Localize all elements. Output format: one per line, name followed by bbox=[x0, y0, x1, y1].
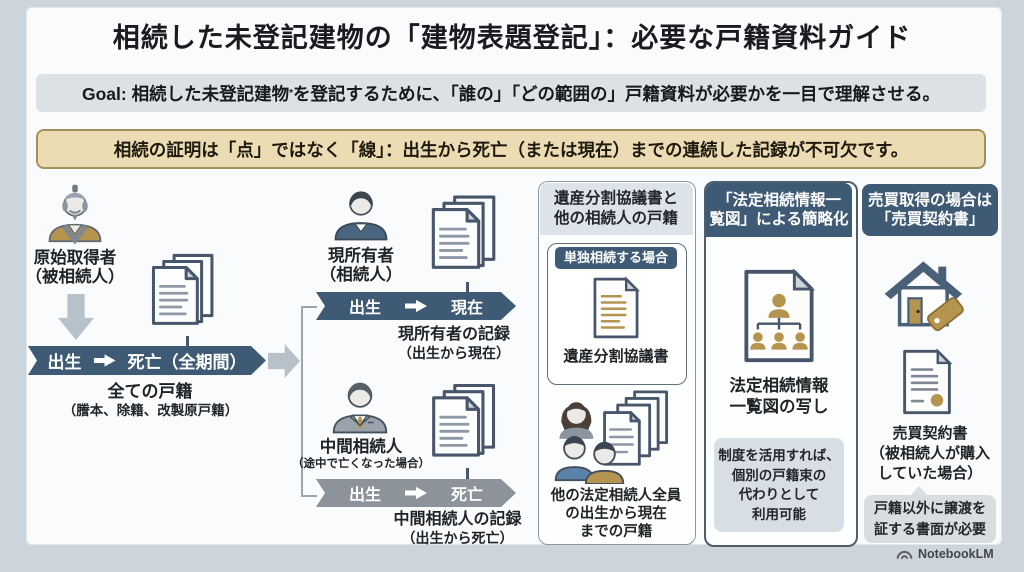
other-heirs-note-line1: 他の法定相続人全員 bbox=[550, 488, 682, 504]
contract-label-line1: 売買契約書 bbox=[892, 425, 968, 442]
owner-label-line1: 現所有者 bbox=[328, 247, 394, 265]
intermediate-record-label: 中間相続人の記録 （出生から死亡） bbox=[350, 511, 565, 546]
owner-person-icon bbox=[330, 180, 392, 244]
heir-list-note-line3: 代わりとして bbox=[738, 487, 820, 502]
connector-line bbox=[186, 336, 189, 347]
suit-person-icon bbox=[328, 372, 392, 436]
founder-label: 原始取得者 （被相続人） bbox=[0, 249, 150, 288]
header-line2: 他の相続人の戸籍 bbox=[553, 209, 678, 227]
connector-line bbox=[466, 468, 469, 479]
heir-list-note-line4: 利用可能 bbox=[752, 506, 806, 522]
header-line1: 「法定相続情報一 bbox=[716, 191, 841, 209]
header-line2: 覧図」による簡略化 bbox=[709, 211, 849, 228]
owner-record-line2: （出生から現在） bbox=[398, 344, 510, 361]
founder-label-line2: （被相続人） bbox=[25, 268, 125, 287]
goal-bar: Goal: 相続した未登記建物*を登記するために、「誰の」「どの範囲の」戸籍資料… bbox=[36, 74, 986, 112]
owner-record-line1: 現所有者の記録 bbox=[397, 326, 510, 343]
timeline-start-label: 出生 bbox=[47, 353, 82, 372]
contract-label: 売買契約書 （被相続人が購入 していた場合） bbox=[856, 424, 1004, 484]
sole-inheritance-badge: 単独相続する場合 bbox=[555, 247, 677, 269]
intermediate-heir-label: 中間相続人 bbox=[319, 438, 403, 456]
purchase-note-box: 戸籍以外に譲渡を 証する書面が必要 bbox=[864, 495, 996, 543]
timeline-arrow-icon bbox=[405, 486, 427, 500]
house-tag-icon bbox=[882, 252, 970, 334]
key-message-bar: 相続の証明は「点」ではなく「線」：出生から死亡（または現在）までの連続した記録が… bbox=[36, 129, 986, 169]
intermediate-heir-sublabel: （途中で亡くなった場合） bbox=[292, 458, 430, 470]
notebooklm-logo-icon bbox=[896, 548, 913, 561]
timeline-arrow-icon bbox=[405, 299, 427, 313]
heir-list-note-line1: 制度を活用すれば、 bbox=[718, 448, 840, 463]
footer-brand-label: NotebookLM bbox=[918, 547, 994, 561]
timeline-start-label: 出生 bbox=[348, 300, 381, 317]
timeline-start-label: 出生 bbox=[348, 487, 381, 504]
header-line1: 遺産分割協議書と bbox=[553, 190, 678, 208]
timeline-end-label: 死亡（全期間） bbox=[127, 353, 247, 372]
connector-line bbox=[466, 282, 469, 292]
agreement-document-label: 遺産分割協議書 bbox=[563, 348, 669, 365]
heir-list-note-line2: 個別の戸籍束の bbox=[731, 467, 827, 483]
family-tree-document-icon bbox=[740, 268, 818, 364]
heir-list-doc-line1: 法定相続情報 bbox=[729, 377, 829, 395]
division-agreement-header: 遺産分割協議書と 他の相続人の戸籍 bbox=[539, 182, 693, 235]
timeline-ribbon-owner: 出生 現在 bbox=[316, 292, 516, 320]
timeline-arrow-icon bbox=[94, 354, 116, 368]
elder-person-icon bbox=[44, 180, 106, 246]
people-group-icon bbox=[548, 390, 678, 484]
goal-text-suffix: を登記するために、「誰の」「どの範囲の」戸籍資料が必要かを一目で理解させる。 bbox=[293, 83, 940, 104]
heir-list-note-box: 制度を活用すれば、 個別の戸籍束の 代わりとして 利用可能 bbox=[714, 438, 844, 532]
owner-label-line2: （相続人） bbox=[319, 266, 403, 285]
timeline-ribbon-founder: 出生 死亡（全期間） bbox=[28, 346, 266, 375]
agreement-document-icon bbox=[588, 276, 644, 340]
heir-list-header: 「法定相続情報一 覧図」による簡略化 bbox=[706, 183, 852, 237]
note-pointer bbox=[910, 486, 928, 496]
contract-label-line2: （被相続人が購入 bbox=[869, 445, 990, 462]
heir-list-doc-line2: 一覧図の写し bbox=[729, 398, 829, 416]
founder-label-line1: 原始取得者 bbox=[33, 249, 117, 267]
footer-brand: NotebookLM bbox=[896, 547, 994, 561]
all-koseki-subtitle: （謄本、除籍、改製原戸籍） bbox=[62, 403, 239, 418]
goal-text-prefix: Goal: 相続した未登記建物 bbox=[82, 83, 290, 104]
timeline-end-label: 現在 bbox=[451, 300, 484, 317]
intermediate-record-line1: 中間相続人の記録 bbox=[393, 511, 522, 528]
other-heirs-note-line2: の出生から現在 bbox=[565, 506, 667, 522]
owner-record-label: 現所有者の記録 （出生から現在） bbox=[348, 326, 560, 361]
contract-label-line3: していた場合） bbox=[877, 465, 983, 482]
purchase-note-line1: 戸籍以外に譲渡を bbox=[874, 500, 986, 516]
page-title: 相続した未登記建物の「建物表題登記」：必要な戸籍資料ガイド bbox=[112, 23, 912, 53]
owner-label: 現所有者 （相続人） bbox=[301, 247, 421, 286]
header-line2: 「売買契約書」 bbox=[875, 211, 985, 228]
document-stack-icon bbox=[428, 382, 508, 470]
timeline-ribbon-intermediate: 出生 死亡 bbox=[316, 479, 516, 507]
goal-footnote-mark: * bbox=[289, 87, 293, 99]
timeline-bracket-line bbox=[301, 306, 317, 497]
heir-list-doc-label: 法定相続情報 一覧図の写し bbox=[708, 376, 850, 418]
purchase-note-line2: 証する書面が必要 bbox=[874, 521, 986, 537]
contract-document-icon bbox=[898, 344, 956, 420]
document-stack-icon bbox=[148, 252, 226, 338]
other-heirs-note: 他の法定相続人全員 の出生から現在 までの戸籍 bbox=[540, 487, 692, 541]
timeline-end-label: 死亡 bbox=[451, 487, 484, 504]
intermediate-record-line2: （出生から死亡） bbox=[401, 529, 514, 546]
all-koseki-title: 全ての戸籍 bbox=[107, 382, 193, 401]
header-line1: 売買取得の場合は bbox=[867, 191, 992, 209]
document-stack-icon bbox=[428, 192, 508, 284]
purchase-header: 売買取得の場合は 「売買契約書」 bbox=[862, 184, 998, 236]
other-heirs-note-line3: までの戸籍 bbox=[579, 524, 653, 540]
